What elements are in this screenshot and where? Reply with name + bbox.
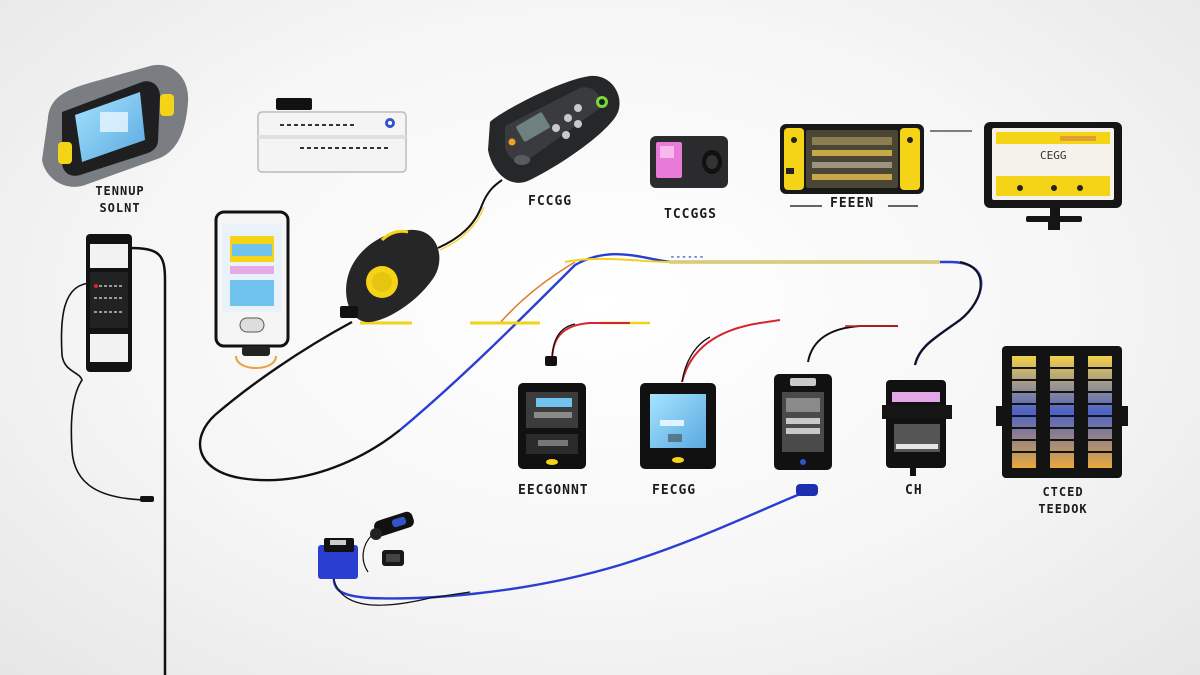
earbud-cable: [362, 534, 373, 573]
label-line: TENNUP: [95, 184, 145, 198]
label-handset: FCCGG: [528, 194, 573, 209]
yellow-grip-button[interactable]: [160, 94, 174, 116]
home-button[interactable]: [239, 317, 265, 333]
left-device-cable: [60, 282, 153, 501]
feed-cable-2b: [681, 336, 711, 383]
cable-plug-left: [140, 496, 154, 502]
main-loop-yellow: [564, 257, 940, 263]
earbuds[interactable]: [370, 510, 415, 566]
label-grid-panel: CTCED TEEDOK: [1028, 484, 1098, 518]
keypad-button[interactable]: [564, 114, 572, 122]
stand-pole: [129, 246, 167, 675]
grid-panel-display[interactable]: [996, 346, 1128, 478]
monitor-screen-text: CEGG: [1040, 149, 1067, 162]
flat-receiver-box[interactable]: [257, 98, 407, 173]
label-line: CTCED: [1042, 485, 1084, 499]
cordless-handset[interactable]: [488, 75, 620, 183]
grid-column: [1012, 356, 1036, 468]
feed-cable-3: [807, 325, 898, 363]
label-handheld-top-left: TENNUP SOLNT: [90, 183, 150, 217]
keypad-button[interactable]: [552, 124, 560, 132]
bottom-blue-cable: [332, 490, 806, 600]
device-ch[interactable]: [882, 380, 952, 476]
device-tall-grey[interactable]: [774, 374, 832, 470]
handheld-console[interactable]: [42, 64, 189, 187]
keypad-button[interactable]: [574, 120, 582, 128]
device-fecgg[interactable]: [640, 383, 716, 469]
label-line: TEEDOK: [1038, 502, 1088, 516]
monitor-tablet[interactable]: [984, 122, 1122, 230]
grid-column: [1050, 356, 1074, 468]
handset-cable: [437, 179, 503, 249]
pink-media-player[interactable]: [650, 136, 728, 188]
device-eecgonnt[interactable]: [518, 356, 586, 469]
label-pink-device: TCCGGS: [664, 207, 717, 222]
main-loop-black: [198, 320, 401, 482]
phone-screen-white: [90, 244, 128, 268]
yellow-game-console[interactable]: [780, 124, 924, 194]
cables: [60, 130, 983, 675]
device-screen: [526, 392, 578, 428]
label-device-ch: CH: [905, 483, 923, 498]
bottom-black-cable: [332, 574, 471, 606]
device-screen: [892, 392, 940, 402]
stand-phone[interactable]: [86, 234, 132, 372]
label-yellow-console: FEEEN: [830, 196, 875, 211]
handset-cable-yellow: [439, 206, 485, 251]
orange-led: [508, 138, 516, 146]
usb-dongle[interactable]: [318, 538, 358, 579]
cable-tag: ------: [670, 252, 705, 261]
keypad-button[interactable]: [562, 131, 570, 139]
dock-remote[interactable]: [340, 229, 440, 323]
feed-cable-2: [681, 319, 781, 383]
label-line: SOLNT: [99, 201, 141, 215]
cable-connector-bottom: [796, 484, 818, 496]
smartphone[interactable]: [214, 210, 290, 369]
main-loop-black-end: [914, 261, 982, 366]
label-device-fecgg: FECGG: [652, 483, 697, 498]
label-device-eecgonnt: EECGONNT: [518, 483, 589, 498]
grid-column: [1088, 356, 1112, 468]
handset-screen: [516, 112, 550, 142]
yellow-grip-button[interactable]: [58, 142, 72, 164]
keypad-button[interactable]: [574, 104, 582, 112]
main-loop-orange: [499, 261, 576, 324]
